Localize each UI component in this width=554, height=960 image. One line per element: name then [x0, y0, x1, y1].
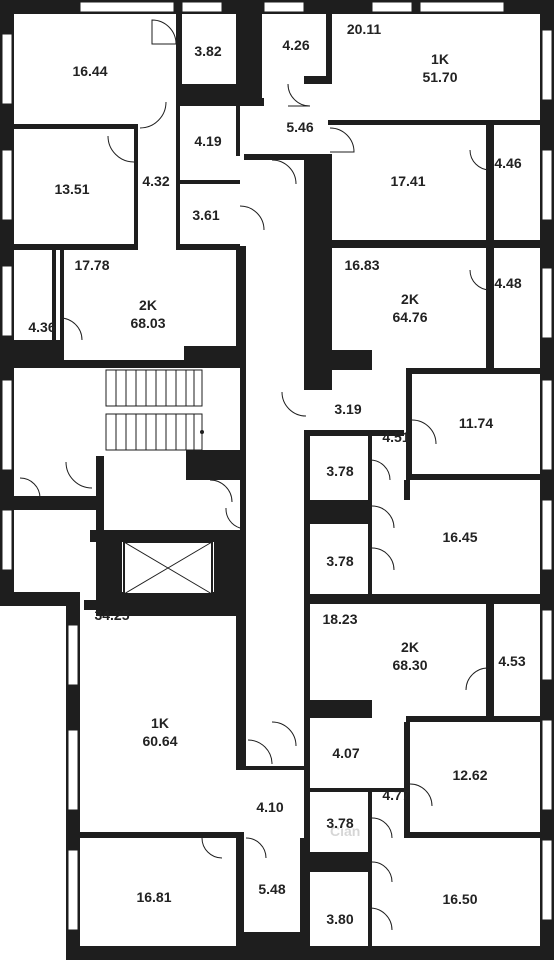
room-area: 3.19: [334, 401, 361, 417]
watermark-id: ID 32: [316, 859, 350, 875]
room-area: 18.23: [322, 611, 357, 627]
unit-5-type: 1K: [151, 715, 169, 731]
room-area: 3.61: [192, 207, 219, 223]
room-area: 17.78: [74, 257, 109, 273]
room-area: 34.25: [94, 607, 129, 623]
doors: [19, 19, 491, 931]
unit-3-area: 64.76: [392, 309, 427, 325]
room-area: 3.78: [326, 815, 353, 831]
unit-3-type: 2K: [401, 291, 419, 307]
room-area: 4.32: [142, 173, 169, 189]
staircase: [105, 369, 204, 451]
room-area: 16.45: [442, 529, 477, 545]
room-area: 3.80: [326, 911, 353, 927]
room-area: 3.82: [194, 43, 221, 59]
room-area: 4.53: [498, 653, 525, 669]
windows: [1, 1, 553, 931]
room-area: 4.26: [282, 37, 309, 53]
room-area: 5.48: [258, 881, 285, 897]
room-area: 20.11: [347, 21, 381, 37]
room-area: 4.36: [28, 319, 55, 335]
unit-2-type: 2K: [139, 297, 157, 313]
room-area: 13.51: [54, 181, 89, 197]
interior-walls: [14, 14, 540, 950]
room-area: 3.78: [326, 553, 353, 569]
room-area: 4.46: [494, 155, 521, 171]
room-area: 16.50: [442, 891, 477, 907]
room-area: 17.41: [390, 173, 425, 189]
room-area: 3.78: [326, 463, 353, 479]
room-area: 12.62: [452, 767, 487, 783]
watermark: Cian ID 32: [316, 823, 360, 875]
room-area: 4.07: [332, 745, 359, 761]
watermark-brand: Cian: [330, 823, 360, 839]
room-area: 5.46: [286, 119, 313, 135]
room-area: 4.19: [194, 133, 221, 149]
elevator-shaft: [123, 541, 213, 595]
room-area: 16.83: [344, 257, 379, 273]
unit-4-area: 68.30: [392, 657, 427, 673]
room-labels: 16.44 3.82 4.26 20.11 5.46 4.19 4.32 13.…: [28, 21, 525, 927]
room-area: 11.74: [459, 415, 493, 431]
room-area: 4.51: [382, 429, 409, 445]
room-area: 4.77: [382, 787, 409, 803]
unit-5-area: 60.64: [142, 733, 177, 749]
room-area: 4.48: [494, 275, 521, 291]
room-area: 4.10: [256, 799, 283, 815]
unit-2-area: 68.03: [130, 315, 165, 331]
unit-labels: 1K 51.70 2K 68.03 2K 64.76 2K 68.30 1K 6…: [130, 51, 457, 749]
room-area: 16.81: [136, 889, 171, 905]
unit-1-area: 51.70: [422, 69, 457, 85]
unit-1-type: 1K: [431, 51, 449, 67]
unit-4-type: 2K: [401, 639, 419, 655]
room-area: 16.44: [72, 63, 107, 79]
